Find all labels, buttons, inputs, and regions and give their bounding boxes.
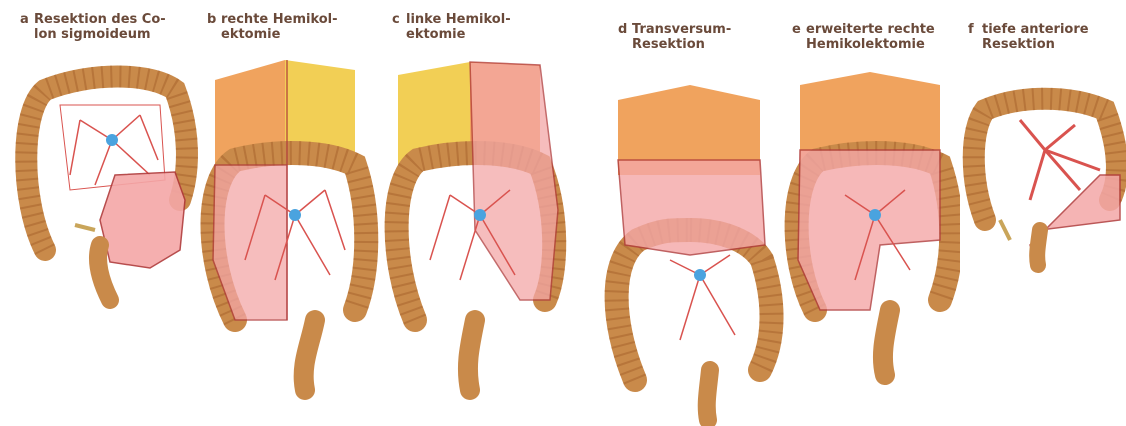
artery-icon [106,134,118,146]
resection-area-c [470,62,558,300]
colon-diagram-e [780,0,960,426]
colon-diagram-a [0,0,200,426]
artery-icon [694,269,706,281]
artery-icon [289,209,301,221]
resection-area-e [798,150,940,310]
resection-area-a [100,172,185,268]
colon-diagram-f [960,0,1126,426]
artery-icon [869,209,881,221]
colon-diagram-d [600,0,785,426]
colon-diagram-b [195,0,380,426]
resection-area-d [618,160,765,255]
artery-icon [474,209,486,221]
colon-diagram-c [380,0,570,426]
